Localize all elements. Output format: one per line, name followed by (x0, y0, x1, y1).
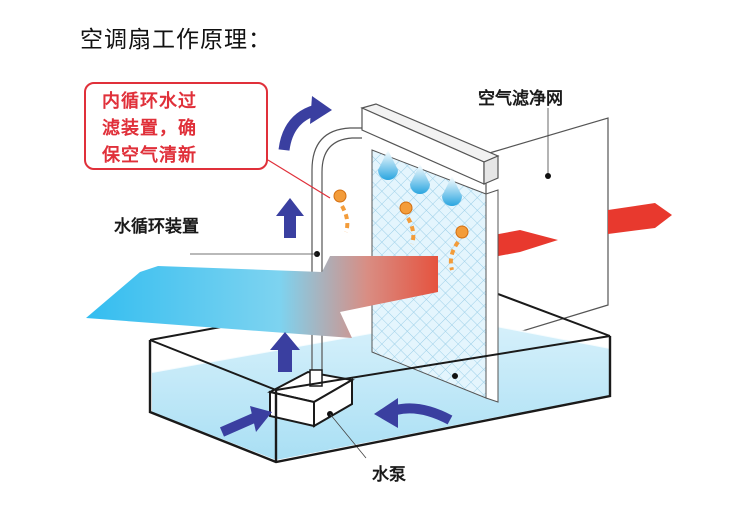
water-intake-arrows (219, 398, 453, 437)
droplet-2 (410, 164, 430, 194)
callout-line-3: 保空气清新 (102, 145, 197, 166)
falling-water-trails (333, 189, 469, 271)
water-droplets (378, 150, 462, 206)
droplet-3 (442, 176, 462, 206)
callout-line-1: 内循环水过 (102, 91, 197, 112)
water-tank-front (148, 335, 612, 464)
air-flow-curved-arrow (278, 96, 332, 151)
intake-arrow-left (250, 406, 272, 432)
diagram-title: 空调扇工作原理： (80, 27, 272, 53)
intake-arrow-right (374, 398, 398, 428)
filter-net-panel (485, 117, 609, 343)
filter-net-pointer (545, 108, 551, 179)
warm-air-arrow-right (608, 203, 672, 234)
droplet-1 (378, 150, 398, 180)
callout-pointer (267, 159, 331, 199)
water-pipe (190, 127, 362, 380)
filter-net-label: 空气滤净网 (478, 89, 563, 109)
water-flow-arrows (270, 198, 304, 372)
filter-callout: 内循环水过 滤装置，确 保空气清新 (84, 82, 268, 170)
up-arrow-lower (270, 332, 300, 372)
water-distributor (360, 103, 500, 185)
water-circulation-label: 水循环装置 (114, 217, 199, 237)
water-pump-box (267, 369, 367, 459)
warm-air-arrow-left (488, 230, 558, 258)
water-pump-label: 水泵 (372, 465, 406, 485)
callout-line-2: 滤装置，确 (102, 118, 197, 139)
up-arrow-upper (276, 198, 304, 238)
cool-air-arrow (86, 256, 438, 338)
warm-air-arrows (488, 203, 672, 258)
